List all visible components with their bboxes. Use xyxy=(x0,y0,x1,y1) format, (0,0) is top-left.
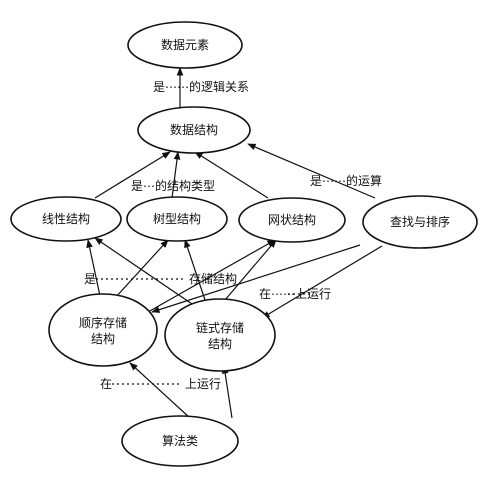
edge-search-to-structure xyxy=(247,143,376,199)
edges xyxy=(86,67,383,419)
node-data-element xyxy=(127,21,243,69)
label-storage-left: 是 xyxy=(84,272,96,286)
node-sequential-label-2: 结构 xyxy=(91,331,115,346)
nodes xyxy=(10,21,478,467)
edge-algo-to-seq xyxy=(129,362,191,419)
edge-seq-to-linear xyxy=(86,239,101,297)
node-tree-label: 树型结构 xyxy=(153,211,201,226)
edge-linked-to-network xyxy=(224,239,277,301)
edge-search-to-seq xyxy=(151,244,361,313)
edge-linked-to-linear xyxy=(94,237,196,307)
node-algorithm xyxy=(121,415,239,467)
node-search-sort-label: 查找与排序 xyxy=(390,214,450,229)
edge-linear-to-structure xyxy=(94,151,171,199)
node-network xyxy=(238,197,346,243)
edge-tree-to-structure xyxy=(171,151,181,199)
label-run-on-algorithm-left: 在 xyxy=(100,377,112,391)
edge-linked-to-tree xyxy=(184,239,206,301)
node-linked-label-2: 结构 xyxy=(208,336,232,351)
node-data-structure xyxy=(137,106,251,154)
node-data-structure-label: 数据结构 xyxy=(170,122,218,137)
node-tree xyxy=(126,196,228,242)
node-sequential-label-1: 顺序存储 xyxy=(79,315,127,330)
edge-seq-to-network xyxy=(147,239,276,313)
label-run-on-algorithm-right: 上运行 xyxy=(185,377,221,391)
node-network-label: 网状结构 xyxy=(268,212,316,227)
node-sequential xyxy=(48,293,158,367)
label-logic-relation: 是⋯⋯的逻辑关系 xyxy=(153,79,249,94)
edge-network-to-structure xyxy=(194,151,269,199)
label-operation: 是⋯⋯的运算 xyxy=(310,173,382,188)
node-linear-label: 线性结构 xyxy=(42,211,90,226)
edge-labels: 是⋯⋯的逻辑关系 是⋯的结构类型 是⋯⋯的运算 是 存储结构 在⋯⋯上运行 在 … xyxy=(84,79,382,391)
label-structure-type: 是⋯的结构类型 xyxy=(131,178,215,193)
label-run-on-storage: 在⋯⋯上运行 xyxy=(259,287,331,301)
edge-search-to-linked xyxy=(261,245,383,319)
node-linked xyxy=(164,298,276,372)
node-search-sort xyxy=(362,195,478,249)
node-texts: 数据元素 数据结构 线性结构 树型结构 网状结构 查找与排序 顺序存储 结构 链… xyxy=(42,37,450,448)
edge-algo-to-linked xyxy=(221,365,233,419)
node-algorithm-label: 算法类 xyxy=(162,433,198,448)
node-linked-label-1: 链式存储 xyxy=(196,320,244,335)
label-storage-right: 存储结构 xyxy=(189,271,237,286)
node-linear xyxy=(10,196,122,242)
node-data-element-label: 数据元素 xyxy=(161,37,209,52)
